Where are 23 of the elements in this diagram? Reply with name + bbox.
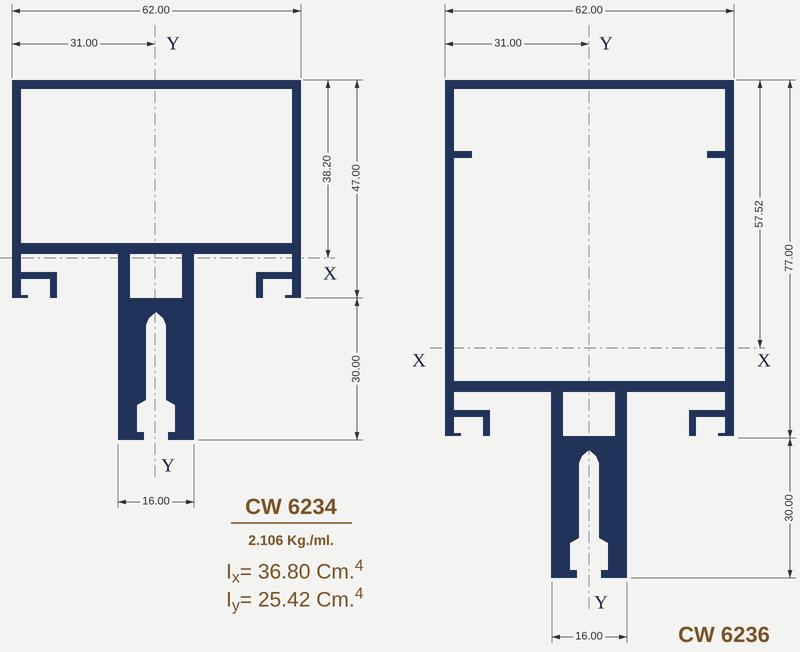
dimension-value: 62.00 <box>573 6 605 16</box>
weight-value: 2.106 Kg./ml. <box>248 533 334 547</box>
dimension-value: 16.00 <box>573 632 605 642</box>
axis-label: Y <box>599 34 613 54</box>
axis-label: X <box>757 352 771 370</box>
dimension-value: 30.00 <box>352 353 362 385</box>
axis-label: X <box>323 264 337 284</box>
dimension-value: 31.00 <box>492 38 524 50</box>
dimension-value: 16.00 <box>140 496 172 508</box>
axis-label: Y <box>166 34 180 54</box>
dimension-value: 57.52 <box>754 198 766 230</box>
profile-code: CW 6236 <box>678 624 770 646</box>
axis-label: Y <box>161 456 175 476</box>
dimension-value: 62.00 <box>140 6 172 16</box>
dimension-value: 47.00 <box>352 162 362 194</box>
axis-label: Y <box>594 594 608 612</box>
dimension-value: 31.00 <box>68 38 100 50</box>
profile-code: CW 6234 <box>245 496 337 518</box>
dimension-value: 38.20 <box>322 153 334 185</box>
inertia-value: I$_{x}$= 36.80 Cm.$^{4}$ <box>226 562 364 582</box>
axis-label: X <box>412 352 426 370</box>
dimension-value: 77.00 <box>784 242 796 274</box>
dimension-value: 30.00 <box>784 492 796 524</box>
